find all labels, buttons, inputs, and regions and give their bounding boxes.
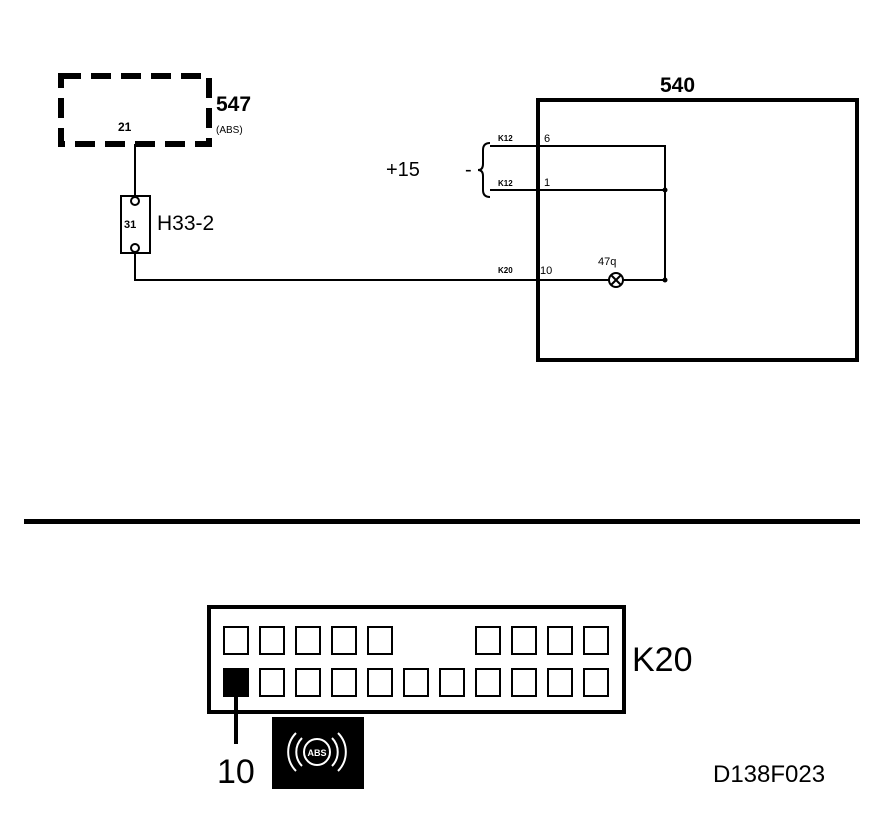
abs-icon-text: ABS: [307, 748, 326, 758]
section-divider: [24, 519, 860, 524]
supply-dash: -: [465, 159, 472, 181]
connector-cavity: [583, 626, 609, 655]
connector-cavity: [403, 668, 429, 697]
pin-number-label: 10: [540, 265, 552, 277]
warning-lamp-cross: [610, 274, 622, 286]
pin-connector-label: K20: [498, 266, 513, 275]
module-547-sublabel: (ABS): [216, 125, 243, 136]
connector-cavity: [511, 626, 537, 655]
connector-cavity: [367, 626, 393, 655]
connector-cavity: [439, 668, 465, 697]
module-547-box: [58, 73, 212, 147]
connector-cavity: [547, 668, 573, 697]
connector-cavity: [295, 668, 321, 697]
module-540-box: [536, 98, 859, 362]
wire-h33-540: [134, 252, 611, 281]
module-547-pin-label: 21: [118, 120, 132, 134]
pin-callout-label: 10: [217, 753, 255, 791]
supply-label: +15: [386, 159, 420, 181]
pin-number-label: 6: [544, 133, 550, 145]
module-547-label: 547: [216, 93, 251, 116]
connector-cavity: [547, 626, 573, 655]
connector-cavity-pin-10: [223, 668, 249, 697]
connector-cavity: [367, 668, 393, 697]
connector-cavity: [583, 668, 609, 697]
connector-cavity: [511, 668, 537, 697]
abs-warning-icon: ABS: [272, 717, 364, 789]
pin-connector-label: K12: [498, 134, 513, 143]
connector-k20-label: K20: [632, 641, 693, 679]
module-540-label: 540: [660, 74, 695, 97]
supply-brace: [477, 142, 491, 198]
connector-cavity: [295, 626, 321, 655]
connector-cavity: [475, 668, 501, 697]
connector-k20-housing: [207, 605, 626, 714]
pin-number-label: 1: [544, 177, 550, 189]
connector-h33-label: H33-2: [157, 212, 214, 235]
pin-connector-label: K12: [498, 179, 513, 188]
wire-k12-6: [490, 145, 666, 190]
junction-dot: [662, 187, 668, 193]
connector-h33-terminal-bottom: [130, 243, 140, 253]
connector-cavity: [259, 626, 285, 655]
connector-h33-terminal-top: [130, 196, 140, 206]
connector-h33-pin-label: 31: [124, 219, 136, 231]
junction-dot: [662, 277, 668, 283]
connector-cavity: [331, 626, 357, 655]
connector-cavity: [331, 668, 357, 697]
warning-lamp-label: 47q: [598, 256, 616, 268]
connector-cavity: [475, 626, 501, 655]
connector-cavity: [259, 668, 285, 697]
figure-code: D138F023: [713, 761, 825, 788]
connector-cavity: [223, 626, 249, 655]
